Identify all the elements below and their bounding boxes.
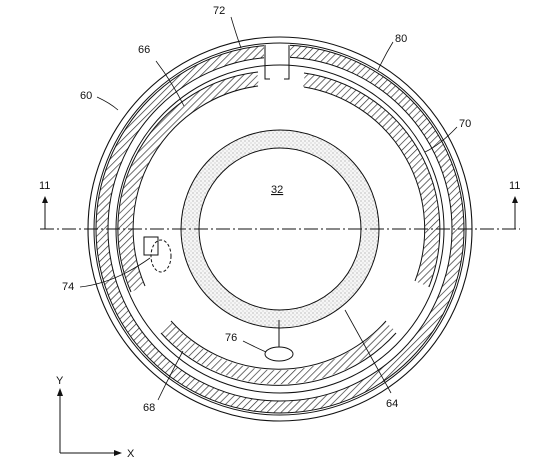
label-68: 68 [143, 402, 155, 414]
label-64: 64 [386, 398, 398, 410]
axis-label-y: Y [56, 375, 64, 387]
label-32: 32 [271, 184, 283, 196]
component-74-chip [143, 236, 159, 256]
leader-64 [344, 309, 392, 394]
segment-68 [160, 322, 397, 385]
y-axis-arrowhead [57, 388, 63, 396]
label-11-right: 11 [509, 180, 520, 192]
section-arrowhead-right [512, 196, 518, 203]
axis-label-x: X [127, 448, 135, 460]
leader-74 [79, 257, 151, 288]
leader-66 [155, 60, 185, 107]
leader-76 [242, 340, 267, 353]
leader-68 [157, 350, 184, 401]
label-11-left: 11 [39, 180, 50, 192]
leader-60 [96, 96, 119, 111]
component-74-dashed [150, 239, 172, 273]
leader-80 [377, 41, 394, 71]
segment-70-outline [303, 72, 441, 288]
leader-70 [424, 126, 458, 153]
label-60: 60 [80, 90, 92, 102]
leader-72 [230, 16, 242, 49]
label-72: 72 [213, 5, 225, 17]
label-76: 76 [225, 332, 237, 344]
label-74: 74 [62, 281, 74, 293]
segment-68-outline [160, 320, 397, 386]
segment-66 [118, 72, 259, 292]
label-80: 80 [395, 33, 407, 45]
section-arrowhead-left [42, 196, 48, 203]
segment-70 [302, 73, 440, 287]
x-axis-arrowhead [114, 450, 122, 456]
segment-66-outline [117, 71, 259, 293]
label-70: 70 [459, 118, 471, 130]
top-notch [264, 45, 290, 80]
label-66: 66 [138, 44, 150, 56]
component-76-body [264, 346, 294, 362]
